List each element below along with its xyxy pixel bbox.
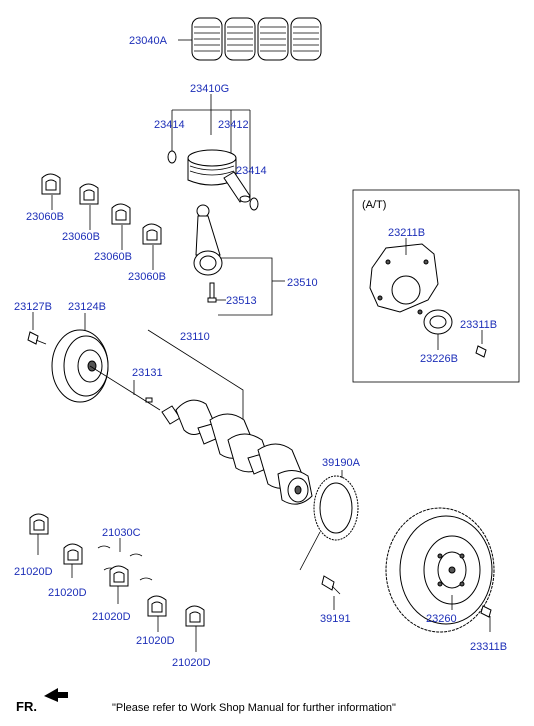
piston[interactable] [187, 149, 237, 186]
main-bearing-2[interactable] [63, 543, 83, 565]
label-23513[interactable]: 23513 [226, 295, 257, 307]
label-23211B[interactable]: 23211B [388, 227, 425, 239]
adapter-plate[interactable] [423, 309, 453, 335]
piston-pin[interactable] [223, 171, 251, 203]
main-bearing-4[interactable] [147, 595, 167, 617]
thrust-washers[interactable] [97, 545, 153, 581]
label-23131[interactable]: 23131 [132, 367, 163, 379]
main-bearing-5[interactable] [185, 605, 205, 627]
conrod-bearing-2[interactable] [79, 183, 99, 205]
label-23060B-4[interactable]: 23060B [128, 271, 166, 283]
label-23414-clip-b[interactable]: 23414 [236, 165, 267, 177]
label-23060B-3[interactable]: 23060B [94, 251, 132, 263]
connecting-rod[interactable] [193, 204, 223, 276]
label-23414-clip[interactable]: 23414 [154, 119, 185, 131]
label-23311B-flywheel[interactable]: 23311B [470, 641, 507, 653]
drive-plate[interactable] [369, 243, 439, 315]
flywheel-bolt-at[interactable] [480, 605, 492, 618]
footer-note: "Please refer to Work Shop Manual for fu… [112, 702, 396, 714]
conrod-bolt[interactable] [207, 282, 217, 303]
flywheel[interactable] [385, 507, 495, 633]
circlip-left[interactable] [167, 150, 177, 164]
drive-plate-bolt[interactable] [475, 345, 487, 358]
label-21020D-4[interactable]: 21020D [136, 635, 175, 647]
label-23110[interactable]: 23110 [180, 331, 210, 343]
crankshaft[interactable] [161, 399, 313, 505]
label-39190A[interactable]: 39190A [322, 457, 361, 469]
pulley-bolt[interactable] [27, 331, 47, 345]
label-21020D-1[interactable]: 21020D [14, 566, 53, 578]
label-39191[interactable]: 39191 [320, 613, 351, 625]
label-21020D-5[interactable]: 21020D [172, 657, 211, 669]
label-23124B[interactable]: 23124B [68, 301, 106, 313]
conrod-bearing-3[interactable] [111, 203, 131, 225]
flywheel-bolt[interactable] [321, 575, 341, 595]
label-23260[interactable]: 23260 [426, 613, 457, 625]
label-23226B[interactable]: 23226B [420, 353, 458, 365]
piston-ring-set[interactable] [191, 17, 322, 61]
front-indicator: FR. [16, 699, 37, 714]
at-inset-box [352, 189, 520, 383]
main-bearing-1[interactable] [29, 513, 49, 535]
crankshaft-pulley[interactable] [51, 329, 109, 403]
label-23040A[interactable]: 23040A [129, 35, 168, 47]
label-21020D-2[interactable]: 21020D [48, 587, 87, 599]
inset-title: (A/T) [362, 199, 386, 211]
label-21020D-3[interactable]: 21020D [92, 611, 131, 623]
label-23412[interactable]: 23412 [218, 119, 249, 131]
label-23060B-2[interactable]: 23060B [62, 231, 100, 243]
main-bearing-3[interactable] [109, 565, 129, 587]
conrod-bearing-1[interactable] [41, 173, 61, 195]
circlip-right[interactable] [249, 197, 259, 211]
label-23311B-at[interactable]: 23311B [460, 319, 497, 331]
front-arrow-icon [44, 688, 68, 702]
label-23127B[interactable]: 23127B [14, 301, 52, 313]
conrod-bearing-4[interactable] [142, 223, 162, 245]
label-23060B-1[interactable]: 23060B [26, 211, 64, 223]
label-23510[interactable]: 23510 [287, 277, 318, 289]
label-21030C[interactable]: 21030C [102, 527, 141, 539]
label-23410G[interactable]: 23410G [190, 83, 229, 95]
ring-gear[interactable] [313, 475, 359, 541]
woodruff-key[interactable] [145, 397, 153, 403]
